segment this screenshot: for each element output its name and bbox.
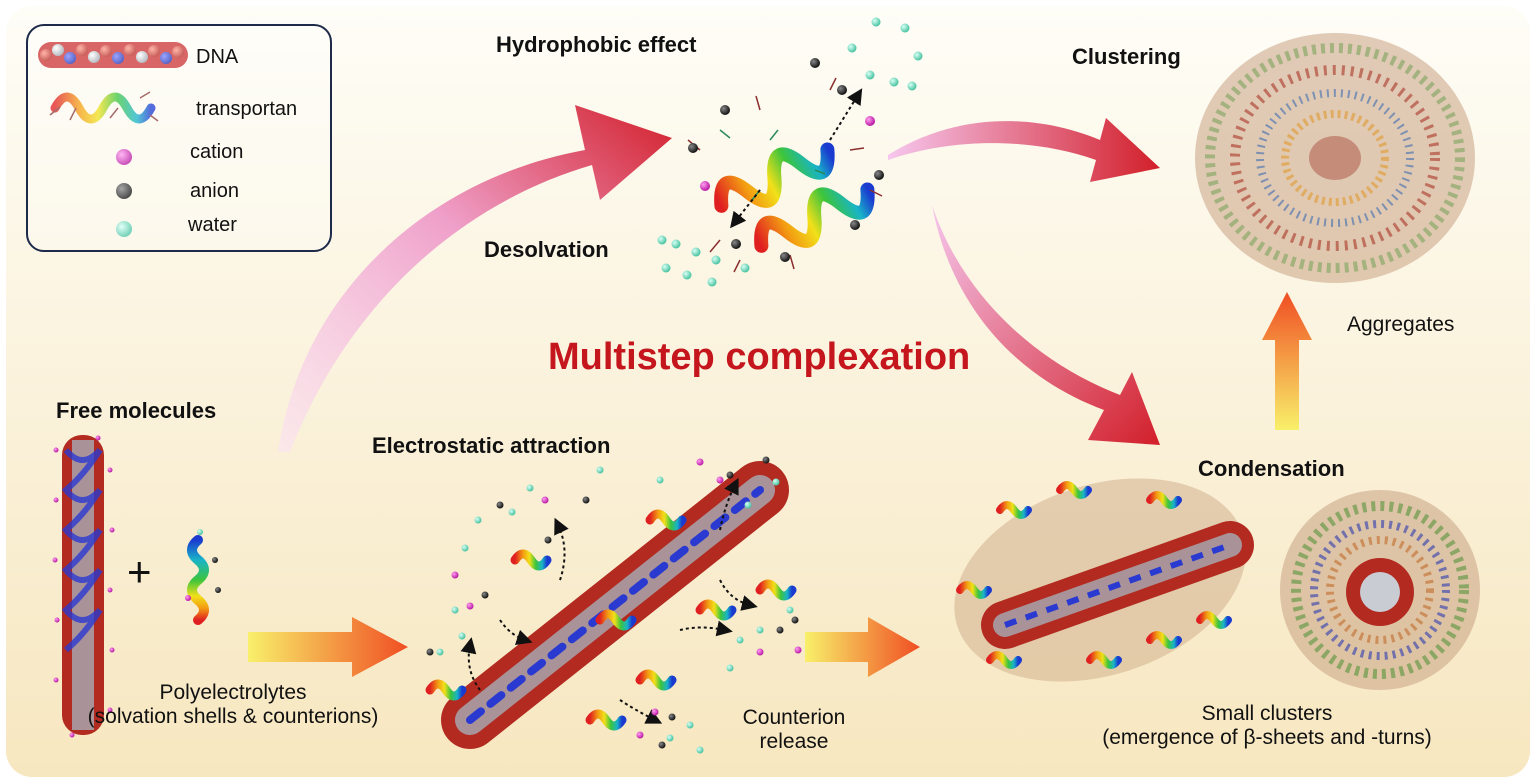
legend-label-dna: DNA — [196, 46, 239, 68]
arrow-to-aggregates — [1262, 292, 1312, 430]
plus-sign: + — [127, 548, 152, 595]
label-small-clusters: Small clusters (emergence of β-sheets an… — [1050, 702, 1484, 750]
arrow-to-hydrophobic — [278, 105, 672, 452]
label-aggregates: Aggregates — [1347, 313, 1455, 336]
label-electrostatic-attraction: Electrostatic attraction — [372, 433, 611, 458]
small-clusters-line1: Small clusters — [1201, 702, 1333, 725]
legend-label-anion: anion — [190, 180, 239, 202]
small-cluster-round — [1280, 490, 1480, 690]
free-helix — [185, 529, 221, 625]
legend-label-transportan: transportan — [196, 98, 298, 120]
arrow-to-condensation — [932, 205, 1160, 445]
counterion-line1: Counterion — [742, 706, 846, 729]
legend-cation-icon — [116, 149, 132, 165]
arrow-to-small-clusters — [805, 617, 920, 677]
free-dna-column — [52, 435, 115, 738]
legend-label-cation: cation — [190, 141, 244, 163]
legend-label-water: water — [188, 214, 237, 236]
label-clustering: Clustering — [1072, 44, 1181, 69]
label-condensation: Condensation — [1198, 456, 1345, 481]
diagram-title: Multistep complexation — [548, 336, 971, 378]
arrow-to-electrostatic — [248, 617, 408, 677]
legend-panel — [26, 24, 332, 252]
electrostatic-complex — [425, 456, 802, 754]
polyelectrolytes-line1: Polyelectrolytes — [159, 681, 307, 704]
legend-water-icon — [116, 221, 132, 237]
legend-helix-icon — [49, 91, 159, 124]
counterion-line2: release — [759, 730, 829, 753]
small-cluster-elongated — [954, 478, 1254, 682]
label-desolvation: Desolvation — [484, 237, 609, 262]
label-counterion-release: Counterion release — [716, 706, 872, 754]
label-hydrophobic-effect: Hydrophobic effect — [496, 32, 697, 57]
label-polyelectrolytes: Polyelectrolytes (solvation shells & cou… — [50, 681, 416, 729]
aggregate-cluster — [1195, 33, 1475, 283]
label-free-molecules: Free molecules — [56, 398, 217, 423]
legend-anion-icon — [116, 183, 132, 199]
polyelectrolytes-line2: (solvation shells & counterions) — [87, 705, 379, 728]
ions-hydrophobic — [657, 17, 923, 287]
legend-dna-icon — [38, 42, 188, 68]
small-clusters-line2: (emergence of β-sheets and -turns) — [1102, 726, 1432, 749]
arrow-to-clustering — [888, 118, 1160, 182]
